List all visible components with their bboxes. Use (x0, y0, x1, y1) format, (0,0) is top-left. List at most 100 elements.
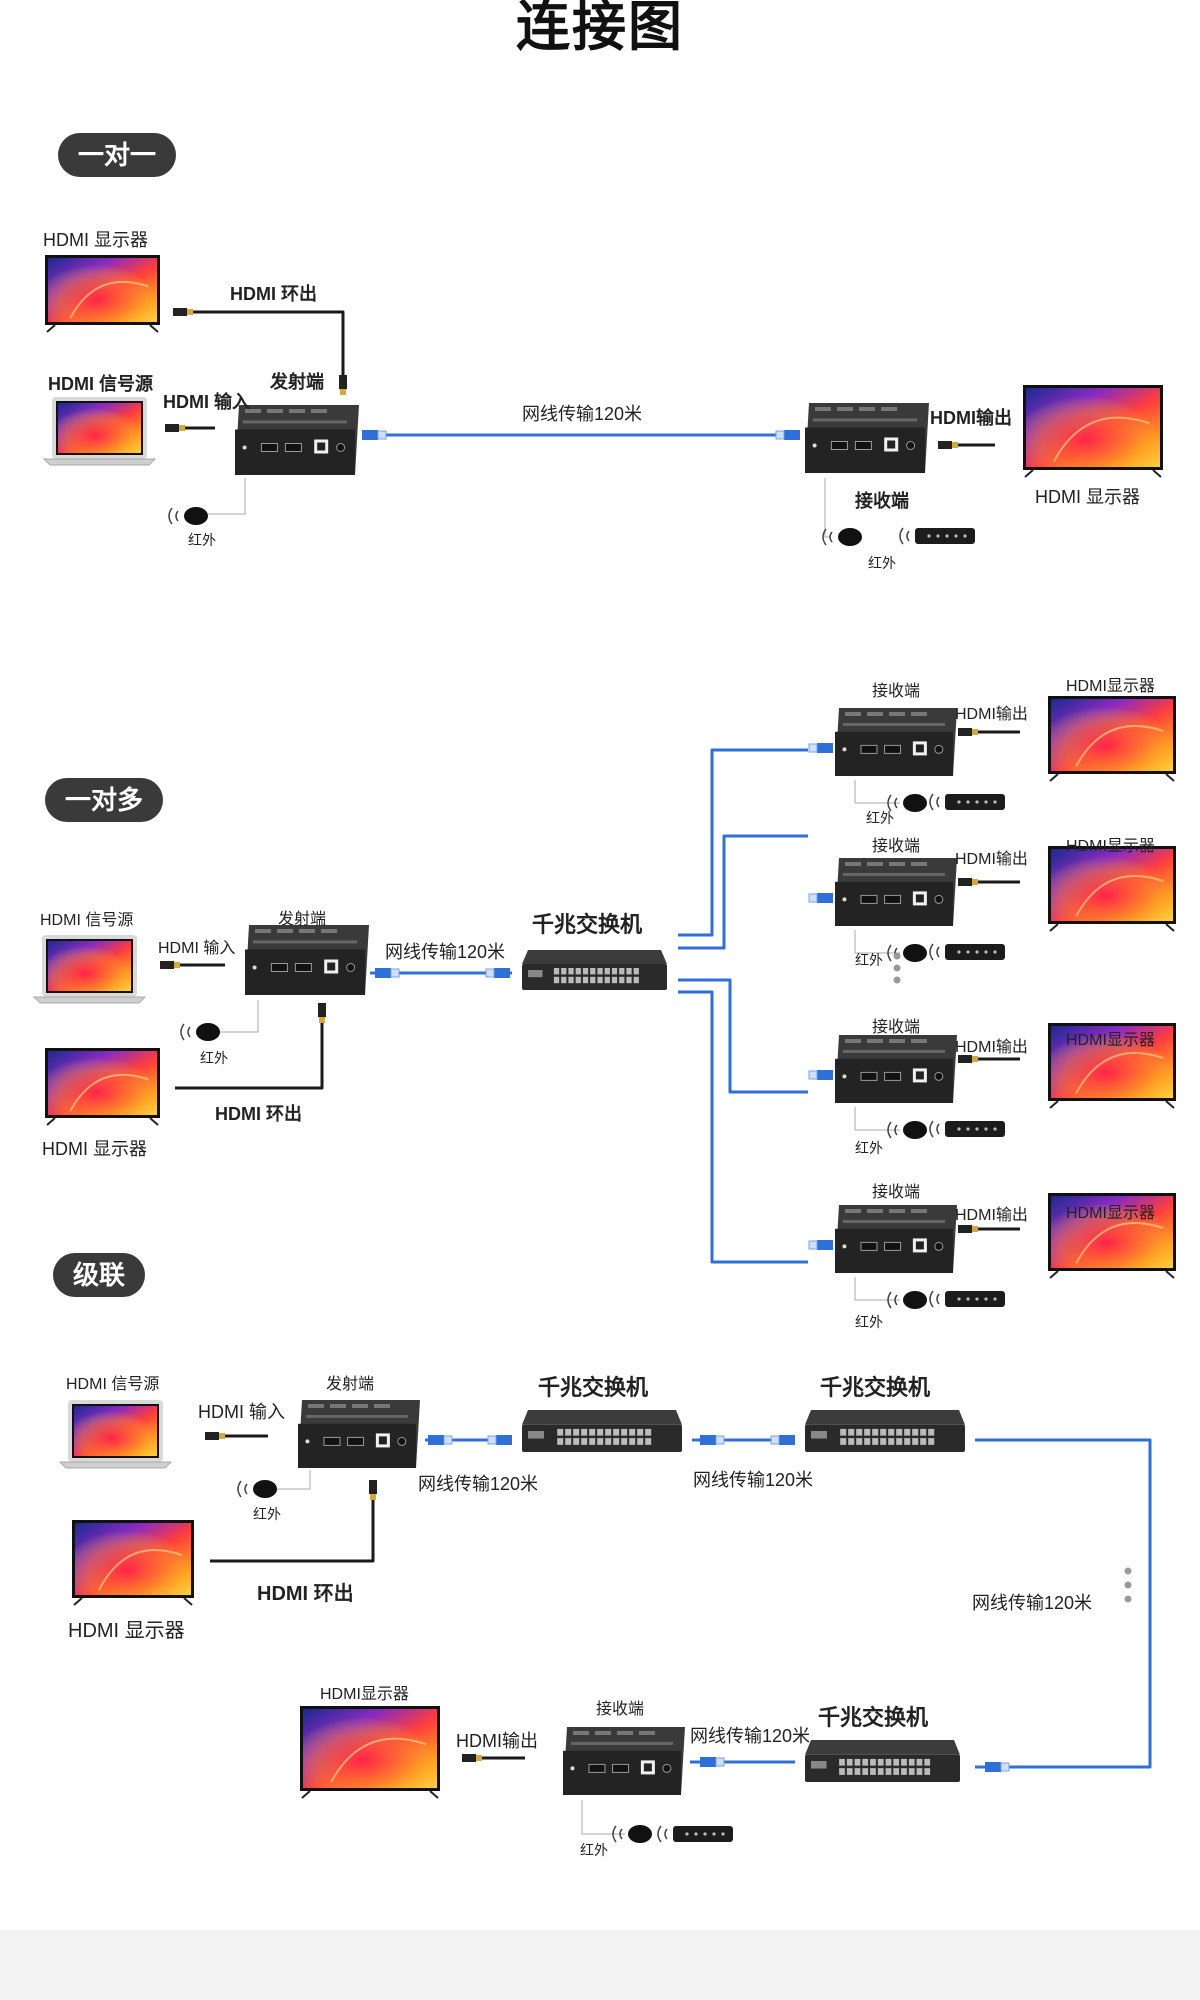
receiver-label-4: 接收端 (872, 1184, 921, 1201)
network-cable-rx-1 (678, 748, 808, 937)
transmitter-label: 发射端 (270, 372, 324, 392)
transmitter-box (298, 1400, 420, 1468)
ir-label-4: 红外 (855, 1314, 883, 1330)
ir-wire-tx (208, 478, 246, 515)
gigabit-switch-1 (522, 1410, 682, 1452)
ir-label: 红外 (253, 1506, 281, 1522)
monitor-label-1: HDMI显示器 (1066, 678, 1155, 695)
hdmi-output-label-1: HDMI输出 (955, 706, 1028, 723)
hdmi-input-label: HDMI 输入 (198, 1402, 285, 1422)
hdmi-plug-output-2 (958, 878, 978, 886)
hdmi-loop-out-label: HDMI 环出 (215, 1104, 302, 1124)
cable-length-label-3: 网线传输120米 (972, 1593, 1093, 1613)
hdmi-plug-input (160, 961, 180, 969)
footer-band (0, 1930, 1200, 2000)
receiver-label: 接收端 (855, 491, 909, 511)
ir-remote-rx (657, 1825, 733, 1843)
page-title: 连接图 (516, 0, 684, 57)
cable-length-label: 网线传输120米 (385, 942, 506, 962)
monitor-label-2: HDMI显示器 (1066, 838, 1155, 855)
rj45-tx (428, 1435, 453, 1445)
rj45-sw1-out (700, 1435, 725, 1445)
hdmi-monitor-loop (45, 1048, 160, 1126)
switch-label: 千兆交换机 (532, 912, 643, 937)
ir-receiver-rx (822, 528, 862, 546)
rj45-sw3-in (985, 1762, 1010, 1772)
ir-remote-1 (929, 793, 1005, 811)
hdmi-output-label-4: HDMI输出 (955, 1207, 1028, 1224)
ir-receiver-tx (237, 1480, 277, 1498)
rj45-sw1-in (487, 1435, 512, 1445)
switch-label-2: 千兆交换机 (820, 1375, 931, 1400)
ir-label-2: 红外 (855, 952, 883, 968)
ir-receiver-1 (887, 794, 927, 812)
receiver-box-4 (835, 1205, 957, 1273)
receiver-label-1: 接收端 (872, 683, 921, 700)
hdmi-plug-output-3 (958, 1055, 978, 1063)
network-cable-3 (975, 1438, 1152, 1769)
hdmi-input-label: HDMI 输入 (163, 392, 250, 412)
ir-receiver-3 (887, 1121, 927, 1139)
hdmi-input-label: HDMI 输入 (158, 940, 236, 957)
switch-label-1: 千兆交换机 (538, 1375, 649, 1400)
rj45-tx (375, 968, 400, 978)
hdmi-monitor-loop (72, 1520, 194, 1606)
receiver-box (805, 403, 929, 473)
monitor-label: HDMI 显示器 (68, 1620, 185, 1642)
ir-label-1: 红外 (866, 810, 894, 826)
rj45-sw (485, 968, 510, 978)
hdmi-plug-output (462, 1754, 482, 1762)
rj45-rx-2 (808, 893, 833, 903)
gigabit-switch (522, 950, 667, 990)
section-pill-cascade: 级联 (53, 1253, 146, 1297)
hdmi-loop-out-cable (210, 1482, 375, 1563)
ir-wire-3 (854, 1107, 900, 1131)
network-cable-rx-3 (678, 978, 808, 1094)
ir-label-right: 红外 (868, 555, 896, 571)
transmitter-label: 发射端 (326, 1376, 375, 1393)
receiver-box-1 (835, 708, 957, 776)
ir-remote-rx (899, 527, 975, 545)
hdmi-source-laptop (32, 935, 147, 1004)
ir-label-3: 红外 (855, 1140, 883, 1156)
hdmi-output-label: HDMI输出 (930, 408, 1012, 428)
ir-receiver-2 (887, 944, 927, 962)
hdmi-plug-output (938, 441, 958, 449)
receiver-label-2: 接收端 (872, 838, 921, 855)
ir-label: 红外 (200, 1050, 228, 1066)
monitor-label-right: HDMI 显示器 (1035, 487, 1140, 507)
rj45-rx (775, 430, 800, 440)
hdmi-plug-input (205, 1432, 225, 1440)
hdmi-monitor-3 (1048, 1023, 1176, 1109)
hdmi-source-laptop (58, 1400, 173, 1469)
ir-label: 红外 (188, 532, 216, 548)
ir-receiver-tx (180, 1023, 220, 1041)
hdmi-source-label: HDMI 信号源 (40, 912, 134, 929)
hdmi-loop-out-label: HDMI 环出 (230, 284, 317, 304)
ir-remote-4 (929, 1290, 1005, 1308)
receiver-label: 接收端 (596, 1701, 645, 1718)
ir-remote-2 (929, 943, 1005, 961)
receiver-label-3: 接收端 (872, 1019, 921, 1036)
receiver-box-2 (835, 858, 957, 926)
gigabit-switch-3 (805, 1740, 960, 1782)
hdmi-source-laptop (42, 397, 157, 466)
ir-wire-tx (220, 1000, 259, 1033)
hdmi-monitor-1 (1048, 696, 1176, 782)
section-pill-one-to-one: 一对一 (58, 133, 177, 177)
ir-wire-tx (277, 1470, 311, 1490)
monitor-label-bottom: HDMI显示器 (320, 1686, 409, 1703)
monitor-label-3: HDMI显示器 (1066, 1032, 1155, 1049)
cable-length-label-2: 网线传输120米 (693, 1470, 814, 1490)
ir-wire-rx (581, 1800, 625, 1835)
monitor-label-4: HDMI显示器 (1066, 1205, 1155, 1222)
ir-wire-2 (854, 930, 900, 954)
hdmi-loop-out-label: HDMI 环出 (257, 1583, 354, 1605)
hdmi-plug-loop (318, 1003, 326, 1023)
cable-length-label: 网线传输120米 (522, 404, 643, 424)
hdmi-plug-output-4 (958, 1225, 978, 1233)
hdmi-source-label: HDMI 信号源 (66, 1376, 160, 1393)
hdmi-monitor-right (1023, 385, 1163, 478)
hdmi-monitor-bottom (300, 1706, 440, 1799)
